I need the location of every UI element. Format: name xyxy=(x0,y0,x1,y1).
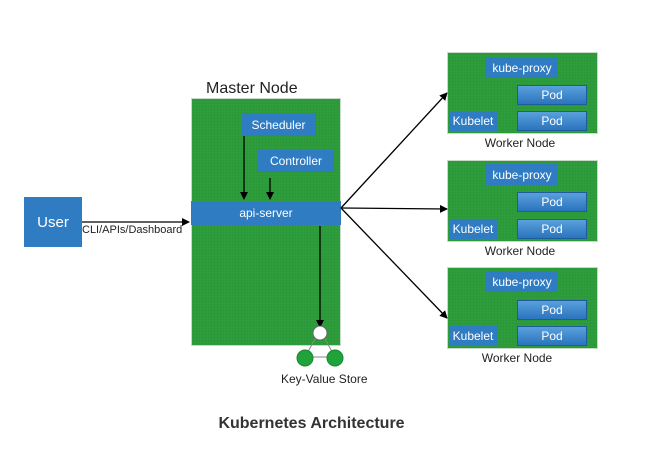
api-to-worker-1-arrow xyxy=(340,92,448,209)
pod-box: Pod xyxy=(517,85,587,105)
pod-box: Pod xyxy=(517,326,587,346)
diagram-caption: Kubernetes Architecture xyxy=(218,415,405,432)
api-to-worker-3-arrow xyxy=(340,207,448,319)
pod-box: Pod xyxy=(517,219,587,239)
kube-proxy-box: kube-proxy xyxy=(486,271,558,292)
kube-proxy-box: kube-proxy xyxy=(486,164,558,185)
connection-label: CLI/APIs/Dashboard xyxy=(82,224,183,236)
pod-box: Pod xyxy=(517,300,587,320)
kubelet-box: Kubelet xyxy=(449,219,497,239)
kubelet-box: Kubelet xyxy=(449,111,497,131)
worker-node-label: Worker Node xyxy=(481,351,553,365)
scheduler-box: Scheduler xyxy=(241,114,316,136)
key-value-store-icon xyxy=(296,325,344,367)
api-server-box: api-server xyxy=(191,201,341,225)
pod-box: Pod xyxy=(517,111,587,131)
master-node-title: Master Node xyxy=(206,80,298,97)
user-box: User xyxy=(24,197,82,247)
pod-box: Pod xyxy=(517,192,587,212)
kubelet-box: Kubelet xyxy=(449,326,497,346)
controller-box: Controller xyxy=(258,150,334,172)
worker-node-label: Worker Node xyxy=(484,136,556,150)
kube-proxy-box: kube-proxy xyxy=(486,57,558,78)
key-value-store-label: Key-Value Store xyxy=(281,372,368,386)
api-to-worker-2-arrow xyxy=(340,204,448,213)
worker-node-label: Worker Node xyxy=(484,244,556,258)
